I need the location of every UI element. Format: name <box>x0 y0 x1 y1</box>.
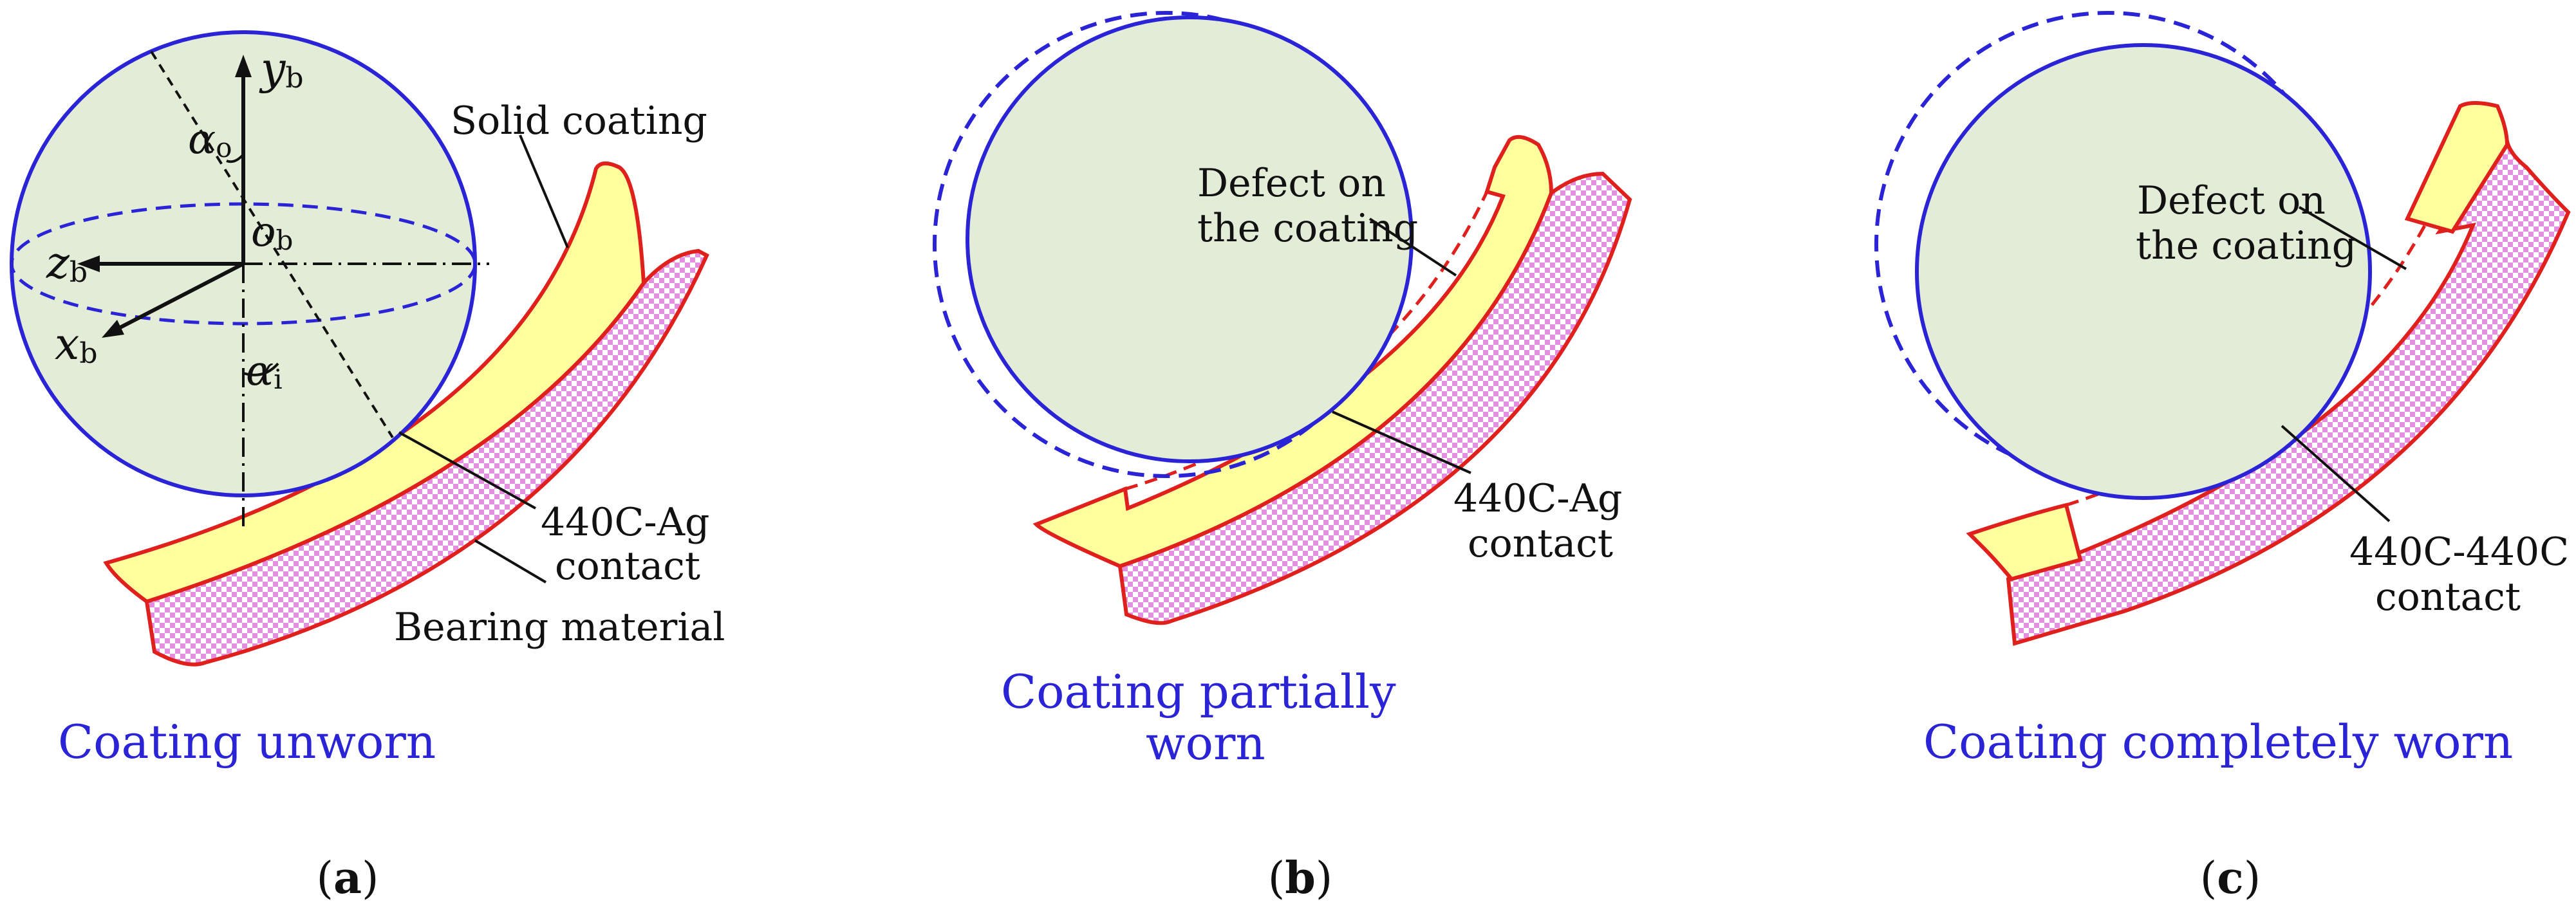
solid-coating-leader <box>519 134 569 248</box>
panel-a: yb zb xb ob αo αi Solid coating 440C-Ag … <box>10 30 725 904</box>
contact-label-line2: contact <box>555 544 700 589</box>
alpha-i-label: αi <box>246 347 283 395</box>
x-axis-label: xb <box>55 319 98 370</box>
alpha-o-label: αo <box>188 116 232 163</box>
z-axis-arrowhead <box>77 255 100 272</box>
coating-remnant-top <box>2404 101 2510 234</box>
contact-angle-line <box>150 50 394 439</box>
defect-leader <box>2298 206 2407 270</box>
caption-a: Coating unworn <box>58 715 436 769</box>
ball <box>966 15 1414 463</box>
alpha-i-arc <box>243 362 279 376</box>
contact-label-line1: 440C-Ag <box>541 500 709 545</box>
contact-leader <box>1332 410 1471 474</box>
panel-c: Defect on the coating 440C-440C contact … <box>1874 11 2571 904</box>
defect-label-line2: the coating <box>1197 206 1418 251</box>
defect-label-line1: Defect on <box>1197 161 1386 206</box>
substrate-band <box>2006 135 2571 646</box>
origin-label: ob <box>251 208 293 256</box>
y-axis-label: yb <box>259 44 304 95</box>
panel-label-a: (a) <box>316 853 378 904</box>
panel-label-c: (c) <box>2200 853 2261 904</box>
contact-label-line2: contact <box>1468 521 1613 566</box>
coating-layer <box>1032 134 1554 569</box>
coating-remnant-bottom <box>1966 502 2083 582</box>
x-axis-arrow <box>111 262 245 333</box>
contact-label-line2: contact <box>2375 575 2521 620</box>
contact-label-line1: 440C-Ag <box>1453 476 1622 521</box>
panel-label-b: (b) <box>1268 853 1333 904</box>
contact-leader <box>398 431 536 510</box>
defect-leader <box>1368 217 1457 277</box>
caption-b-line2: worn <box>1146 716 1265 770</box>
caption-c: Coating completely worn <box>1923 715 2513 769</box>
bearing-material-leader <box>474 539 547 584</box>
panel-b: Defect on the coating 440C-Ag contact Co… <box>933 11 1632 904</box>
caption-b-line1: Coating partially <box>1001 665 1396 719</box>
ball <box>1915 43 2372 500</box>
defect-label-line1: Defect on <box>2137 178 2326 223</box>
z-axis-label: zb <box>46 238 88 289</box>
x-axis-arrowhead <box>102 320 124 338</box>
bearing-material-label: Bearing material <box>394 605 725 650</box>
contact-label-line1: 440C-440C <box>2349 530 2569 575</box>
defect-label-line2: the coating <box>2136 223 2357 268</box>
alpha-o-arc <box>226 153 245 163</box>
y-axis-arrowhead <box>235 55 252 77</box>
contact-leader <box>2281 425 2391 522</box>
solid-coating-layer <box>103 161 646 604</box>
solid-coating-label: Solid coating <box>451 98 707 143</box>
